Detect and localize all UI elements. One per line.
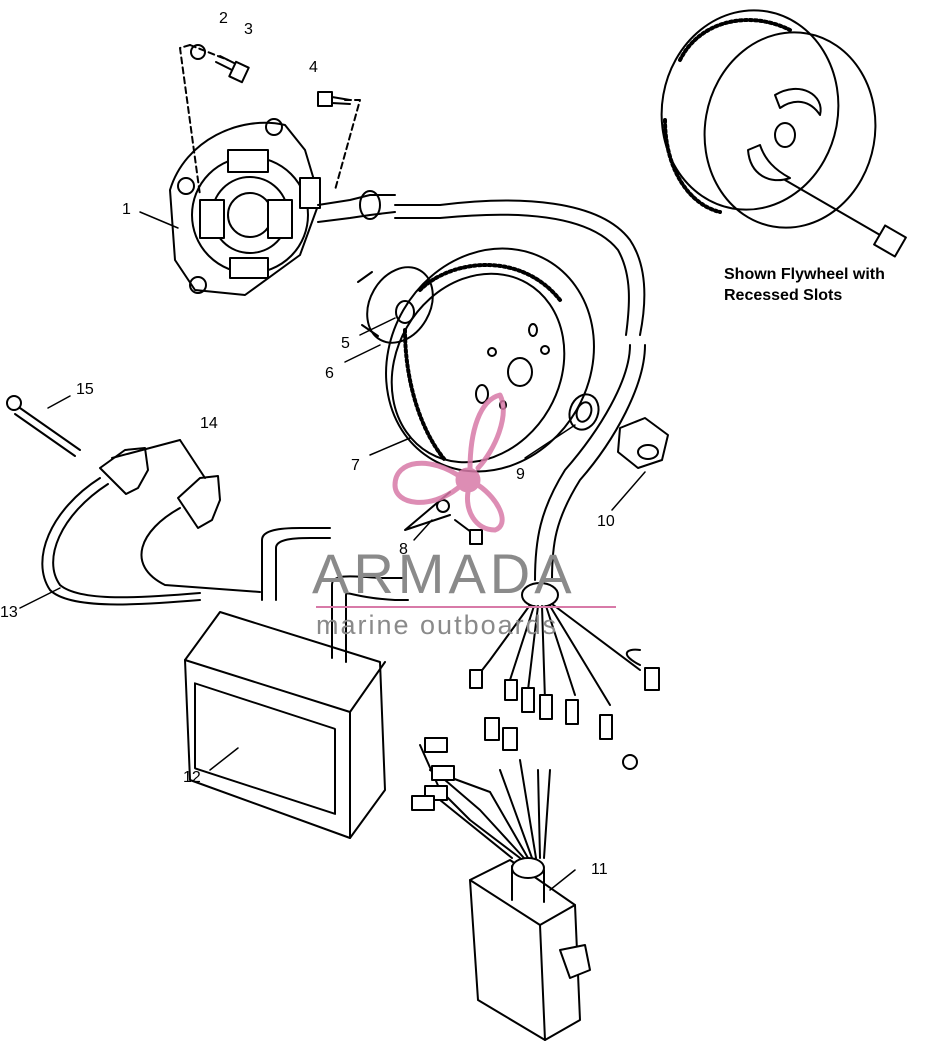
- cdi-box-12: [184, 527, 409, 839]
- callout-4: 4: [309, 59, 318, 76]
- watermark-logo: [392, 392, 506, 533]
- watermark-brand: ARMADA: [312, 542, 576, 605]
- nut-8: [404, 491, 483, 545]
- callout-5: 5: [341, 335, 350, 352]
- callout-10: 10: [597, 513, 615, 530]
- callout-2: 2: [219, 10, 228, 27]
- stator-assembly: [169, 118, 396, 296]
- callout-6: 6: [325, 365, 334, 382]
- callout-3: 3: [244, 21, 253, 38]
- screw-3: [215, 55, 250, 84]
- callout-11: 11: [591, 861, 608, 878]
- harness-connectors: [469, 582, 660, 770]
- stator-cable: [394, 199, 646, 336]
- flywheel: [385, 247, 595, 473]
- nut-10: [617, 417, 669, 469]
- hub-5-6: [357, 266, 434, 344]
- callout-1: 1: [122, 201, 131, 218]
- watermark-tagline: marine outboards: [316, 610, 559, 640]
- regulator-11: [411, 717, 591, 1041]
- spark-caps-14: [99, 439, 221, 529]
- watermark-divider: [316, 606, 616, 608]
- bolt-15: [6, 395, 81, 457]
- callout-7: 7: [351, 457, 360, 474]
- note-line-1: Shown Flywheel with: [724, 266, 885, 283]
- callout-9: 9: [516, 466, 525, 483]
- washer-2: [190, 44, 206, 60]
- leader-lines: [19, 211, 646, 891]
- callout-12: 12: [183, 769, 201, 786]
- callout-13: 13: [0, 604, 18, 621]
- recessed-flywheel: [660, 9, 907, 258]
- washer-9: [568, 393, 600, 431]
- note-line-2: Recessed Slots: [724, 287, 843, 304]
- callout-8: 8: [399, 541, 408, 558]
- flywheel-note: Shown Flywheel with Recessed Slots: [724, 264, 885, 306]
- screw-4: [317, 91, 351, 107]
- ht-leads-13: [41, 477, 261, 606]
- callout-15: 15: [76, 381, 94, 398]
- callout-14: 14: [200, 415, 218, 432]
